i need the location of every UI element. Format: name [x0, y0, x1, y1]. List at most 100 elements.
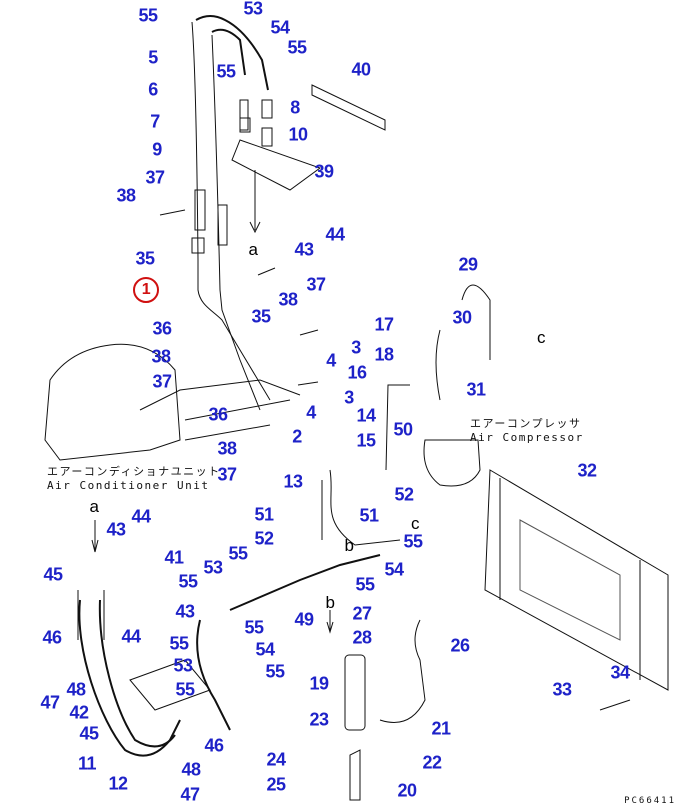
callout-part-37[interactable]: 37 [306, 274, 326, 295]
callout-part-37[interactable]: 37 [217, 464, 237, 485]
callout-part-43[interactable]: 43 [294, 239, 314, 260]
callout-part-44[interactable]: 44 [121, 626, 141, 647]
callout-part-13[interactable]: 13 [283, 471, 303, 492]
callout-part-21[interactable]: 21 [431, 718, 451, 739]
callout-part-28[interactable]: 28 [352, 627, 372, 648]
callout-part-55[interactable]: 55 [138, 5, 158, 26]
callout-part-42[interactable]: 42 [69, 702, 89, 723]
callout-part-43[interactable]: 43 [175, 601, 195, 622]
callout-part-3[interactable]: 3 [344, 387, 354, 408]
callout-part-55[interactable]: 55 [216, 61, 236, 82]
callout-part-54[interactable]: 54 [384, 559, 404, 580]
view-reference-c: c [537, 328, 546, 347]
callout-part-55[interactable]: 55 [287, 37, 307, 58]
callout-part-30[interactable]: 30 [452, 307, 472, 328]
callout-part-24[interactable]: 24 [266, 749, 286, 770]
callout-part-6[interactable]: 6 [148, 79, 158, 100]
callout-part-55[interactable]: 55 [178, 571, 198, 592]
callout-part-45[interactable]: 45 [79, 723, 99, 744]
callout-part-5[interactable]: 5 [148, 47, 158, 68]
callout-part-38[interactable]: 38 [278, 289, 298, 310]
callout-part-2[interactable]: 2 [292, 426, 302, 447]
callout-part-48[interactable]: 48 [66, 679, 86, 700]
callout-part-55[interactable]: 55 [244, 617, 264, 638]
callout-part-43[interactable]: 43 [106, 519, 126, 540]
callout-part-40[interactable]: 40 [351, 59, 371, 80]
callout-part-32[interactable]: 32 [577, 460, 597, 481]
air-compressor-caption: エアーコンプレッサ Air Compressor [470, 417, 584, 445]
callout-part-55[interactable]: 55 [403, 531, 423, 552]
callout-part-9[interactable]: 9 [152, 139, 162, 160]
callout-part-36[interactable]: 36 [208, 404, 228, 425]
callout-part-54[interactable]: 54 [255, 639, 275, 660]
air-conditioner-jp-text: エアーコンディショナユニット [47, 465, 221, 478]
callout-part-31[interactable]: 31 [466, 379, 486, 400]
callout-part-47[interactable]: 47 [180, 784, 200, 805]
callout-part-8[interactable]: 8 [290, 97, 300, 118]
callout-part-17[interactable]: 17 [374, 314, 394, 335]
callout-part-49[interactable]: 49 [294, 609, 314, 630]
callout-part-37[interactable]: 37 [145, 167, 165, 188]
callout-part-23[interactable]: 23 [309, 709, 329, 730]
callout-part-36[interactable]: 36 [152, 318, 172, 339]
callout-part-15[interactable]: 15 [356, 430, 376, 451]
callout-part-20[interactable]: 20 [397, 780, 417, 801]
callout-part-55[interactable]: 55 [228, 543, 248, 564]
callout-part-11[interactable]: 11 [77, 753, 97, 774]
callout-part-14[interactable]: 14 [356, 405, 376, 426]
callout-part-53[interactable]: 53 [203, 557, 223, 578]
callout-part-55[interactable]: 55 [169, 633, 189, 654]
callout-part-46[interactable]: 46 [42, 627, 62, 648]
callout-part-55[interactable]: 55 [175, 679, 195, 700]
callout-part-38[interactable]: 38 [151, 346, 171, 367]
callout-part-44[interactable]: 44 [325, 224, 345, 245]
callout-part-1[interactable]: 1 [133, 277, 159, 303]
callout-part-48[interactable]: 48 [181, 759, 201, 780]
callout-part-51[interactable]: 51 [359, 505, 379, 526]
callout-part-35[interactable]: 35 [135, 248, 155, 269]
callout-part-7[interactable]: 7 [150, 111, 160, 132]
pipe-5 [191, 21, 271, 401]
callout-part-37[interactable]: 37 [152, 371, 172, 392]
callout-part-52[interactable]: 52 [254, 528, 274, 549]
callout-part-26[interactable]: 26 [450, 635, 470, 656]
view-reference-c: c [411, 514, 420, 533]
callout-part-22[interactable]: 22 [422, 752, 442, 773]
callout-part-41[interactable]: 41 [164, 547, 184, 568]
callout-part-29[interactable]: 29 [458, 254, 478, 275]
callout-part-12[interactable]: 12 [108, 773, 128, 794]
callout-part-55[interactable]: 55 [265, 661, 285, 682]
callout-part-47[interactable]: 47 [40, 692, 60, 713]
callout-part-4[interactable]: 4 [306, 402, 316, 423]
callout-part-39[interactable]: 39 [314, 161, 334, 182]
callout-part-3[interactable]: 3 [351, 337, 361, 358]
air-compressor-en-text: Air Compressor [470, 431, 584, 444]
callout-part-38[interactable]: 38 [116, 185, 136, 206]
callout-part-46[interactable]: 46 [204, 735, 224, 756]
callout-part-18[interactable]: 18 [374, 344, 394, 365]
callout-part-54[interactable]: 54 [270, 17, 290, 38]
callout-part-44[interactable]: 44 [131, 506, 151, 527]
callout-part-19[interactable]: 19 [309, 673, 329, 694]
callout-part-4[interactable]: 4 [326, 350, 336, 371]
callout-part-25[interactable]: 25 [266, 774, 286, 795]
callout-part-33[interactable]: 33 [552, 679, 572, 700]
callout-part-53[interactable]: 53 [173, 655, 193, 676]
callout-part-34[interactable]: 34 [610, 662, 630, 683]
callout-part-10[interactable]: 10 [288, 124, 308, 145]
callout-part-51[interactable]: 51 [254, 504, 274, 525]
callout-part-53[interactable]: 53 [243, 0, 263, 19]
callout-part-16[interactable]: 16 [347, 362, 367, 383]
callout-part-27[interactable]: 27 [352, 603, 372, 624]
callout-part-55[interactable]: 55 [355, 574, 375, 595]
callout-part-38[interactable]: 38 [217, 438, 237, 459]
drawing-code: PC66411 [624, 796, 676, 806]
callout-part-50[interactable]: 50 [393, 419, 413, 440]
callout-part-52[interactable]: 52 [394, 484, 414, 505]
view-reference-a: a [89, 497, 99, 516]
callout-part-35[interactable]: 35 [251, 306, 271, 327]
callout-part-45[interactable]: 45 [43, 564, 63, 585]
view-reference-b: b [344, 536, 354, 555]
pipe-6 [211, 34, 261, 411]
